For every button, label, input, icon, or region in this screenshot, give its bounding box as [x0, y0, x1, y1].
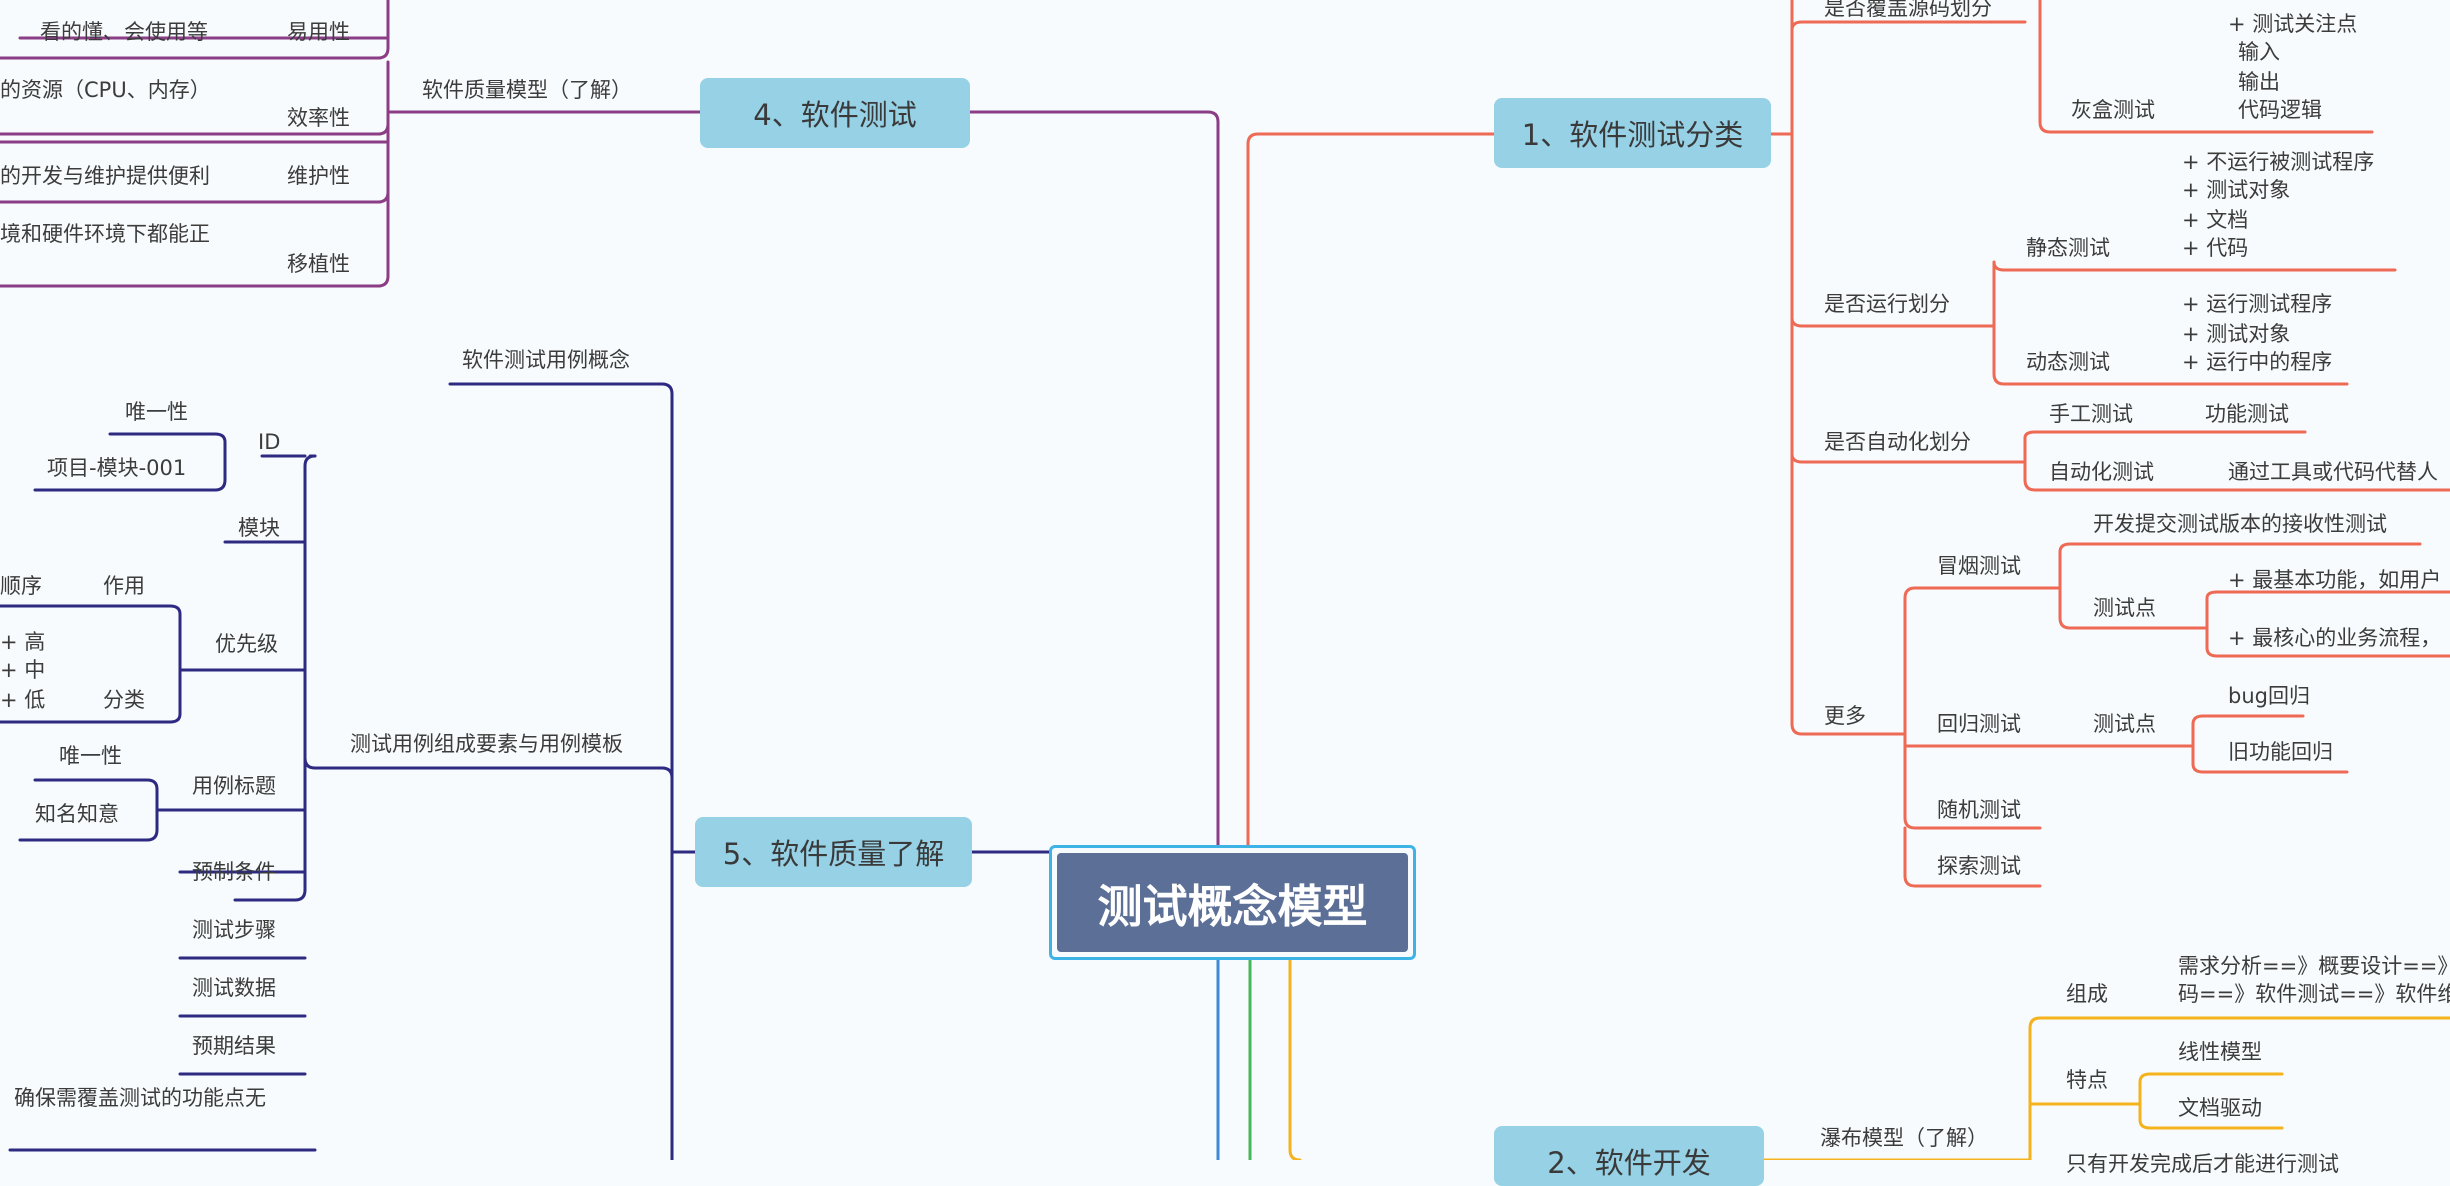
gray-box-testing[interactable]: 灰盒测试 [2071, 98, 2155, 122]
element-precondition[interactable]: 预制条件 [192, 860, 276, 884]
element-data[interactable]: 测试数据 [192, 976, 276, 1000]
coverage-note: 确保需覆盖测试的功能点无 [14, 1086, 266, 1110]
static-point: + 文档 [2182, 208, 2249, 232]
composition-text: 码==》软件测试==》软件维 [2178, 982, 2450, 1006]
quality-desc: 境和硬件环境下都能正 [0, 222, 210, 246]
id-example[interactable]: 项目-模块-001 [47, 456, 187, 480]
manual-detail[interactable]: 功能测试 [2205, 402, 2289, 426]
quality-desc: 看的懂、会使用等 [40, 20, 208, 44]
topic-label: 4、软件测试 [753, 98, 917, 132]
topic-test-classification[interactable]: 1、软件测试分类 [1494, 98, 1771, 168]
exploratory-testing[interactable]: 探索测试 [1937, 854, 2021, 878]
gray-point: 代码逻辑 [2238, 98, 2322, 122]
quality-item-efficiency[interactable]: 效率性 [287, 106, 350, 130]
random-testing[interactable]: 随机测试 [1937, 798, 2021, 822]
priority-effect[interactable]: 作用 [103, 574, 145, 598]
priority-low: + 低 [0, 688, 46, 712]
automated-detail[interactable]: 通过工具或代码代替人 [2228, 460, 2438, 484]
smoke-desc[interactable]: 开发提交测试版本的接收性测试 [2093, 512, 2387, 536]
id-unique[interactable]: 唯一性 [125, 400, 188, 424]
topic-software-development[interactable]: 2、软件开发 [1494, 1126, 1764, 1186]
gray-point: 输入 [2238, 40, 2280, 64]
smoke-testing[interactable]: 冒烟测试 [1937, 554, 2021, 578]
topic-label: 5、软件质量了解 [722, 837, 945, 871]
composition-text: 需求分析==》概要设计==》 [2178, 954, 2450, 978]
testcase-concept[interactable]: 软件测试用例概念 [462, 348, 630, 372]
regression-point[interactable]: bug回归 [2228, 684, 2310, 708]
topic-label: 2、软件开发 [1547, 1146, 1711, 1180]
waterfall-composition[interactable]: 组成 [2066, 982, 2108, 1006]
feature-item[interactable]: 线性模型 [2178, 1040, 2262, 1064]
title-unique[interactable]: 唯一性 [59, 744, 122, 768]
topic-software-quality[interactable]: 5、软件质量了解 [695, 817, 972, 887]
smoke-points-label[interactable]: 测试点 [2093, 596, 2156, 620]
central-topic[interactable]: 测试概念模型 [1049, 845, 1416, 960]
title-meaning[interactable]: 知名知意 [35, 802, 119, 826]
topic-software-testing[interactable]: 4、软件测试 [700, 78, 970, 148]
element-priority[interactable]: 优先级 [215, 632, 278, 656]
run-division[interactable]: 是否运行划分 [1824, 292, 1950, 316]
static-testing[interactable]: 静态测试 [2026, 236, 2110, 260]
regression-points-label[interactable]: 测试点 [2093, 712, 2156, 736]
waterfall-partial: 只有开发完成后才能进行测试 [2066, 1152, 2339, 1176]
quality-item-usability[interactable]: 易用性 [287, 20, 350, 44]
quality-desc: 的开发与维护提供便利 [0, 164, 210, 188]
smoke-point[interactable]: + 最核心的业务流程， [2228, 626, 2442, 650]
regression-point[interactable]: 旧功能回归 [2228, 740, 2333, 764]
element-id[interactable]: ID [258, 430, 281, 454]
element-expected[interactable]: 预期结果 [192, 1034, 276, 1058]
priority-high: + 高 [0, 630, 46, 654]
dynamic-point: + 运行测试程序 [2182, 292, 2333, 316]
automation-division[interactable]: 是否自动化划分 [1824, 430, 1971, 454]
testcase-elements-title[interactable]: 测试用例组成要素与用例模板 [350, 732, 623, 756]
dynamic-testing[interactable]: 动态测试 [2026, 350, 2110, 374]
gray-point: + 测试关注点 [2228, 12, 2358, 36]
regression-testing[interactable]: 回归测试 [1937, 712, 2021, 736]
manual-testing[interactable]: 手工测试 [2049, 402, 2133, 426]
static-point: + 测试对象 [2182, 178, 2291, 202]
static-point: + 代码 [2182, 236, 2249, 260]
automated-testing[interactable]: 自动化测试 [2049, 460, 2154, 484]
quality-model-title[interactable]: 软件质量模型（了解） [422, 78, 632, 102]
static-point: + 不运行被测试程序 [2182, 150, 2375, 174]
quality-desc: 的资源（CPU、内存） [0, 78, 211, 102]
topic-label: 1、软件测试分类 [1521, 118, 1744, 152]
mindmap-connectors [0, 0, 2450, 1160]
dynamic-point: + 运行中的程序 [2182, 350, 2333, 374]
quality-item-portability[interactable]: 移植性 [287, 252, 350, 276]
element-module[interactable]: 模块 [238, 516, 280, 540]
more-testing[interactable]: 更多 [1824, 704, 1866, 728]
smoke-point[interactable]: + 最基本功能，如用户 [2228, 568, 2442, 592]
dynamic-point: + 测试对象 [2182, 322, 2291, 346]
element-steps[interactable]: 测试步骤 [192, 918, 276, 942]
priority-category[interactable]: 分类 [103, 688, 145, 712]
waterfall-model[interactable]: 瀑布模型（了解） [1820, 1126, 1988, 1150]
feature-item[interactable]: 文档驱动 [2178, 1096, 2262, 1120]
quality-item-maintainability[interactable]: 维护性 [287, 164, 350, 188]
central-topic-label: 测试概念模型 [1057, 853, 1408, 952]
gray-point: 输出 [2238, 70, 2280, 94]
source-coverage-division[interactable]: 是否覆盖源码划分 [1824, 0, 1992, 20]
element-case-title[interactable]: 用例标题 [192, 774, 276, 798]
priority-mid: + 中 [0, 658, 46, 682]
waterfall-features[interactable]: 特点 [2066, 1068, 2108, 1092]
priority-order[interactable]: 顺序 [0, 574, 42, 598]
